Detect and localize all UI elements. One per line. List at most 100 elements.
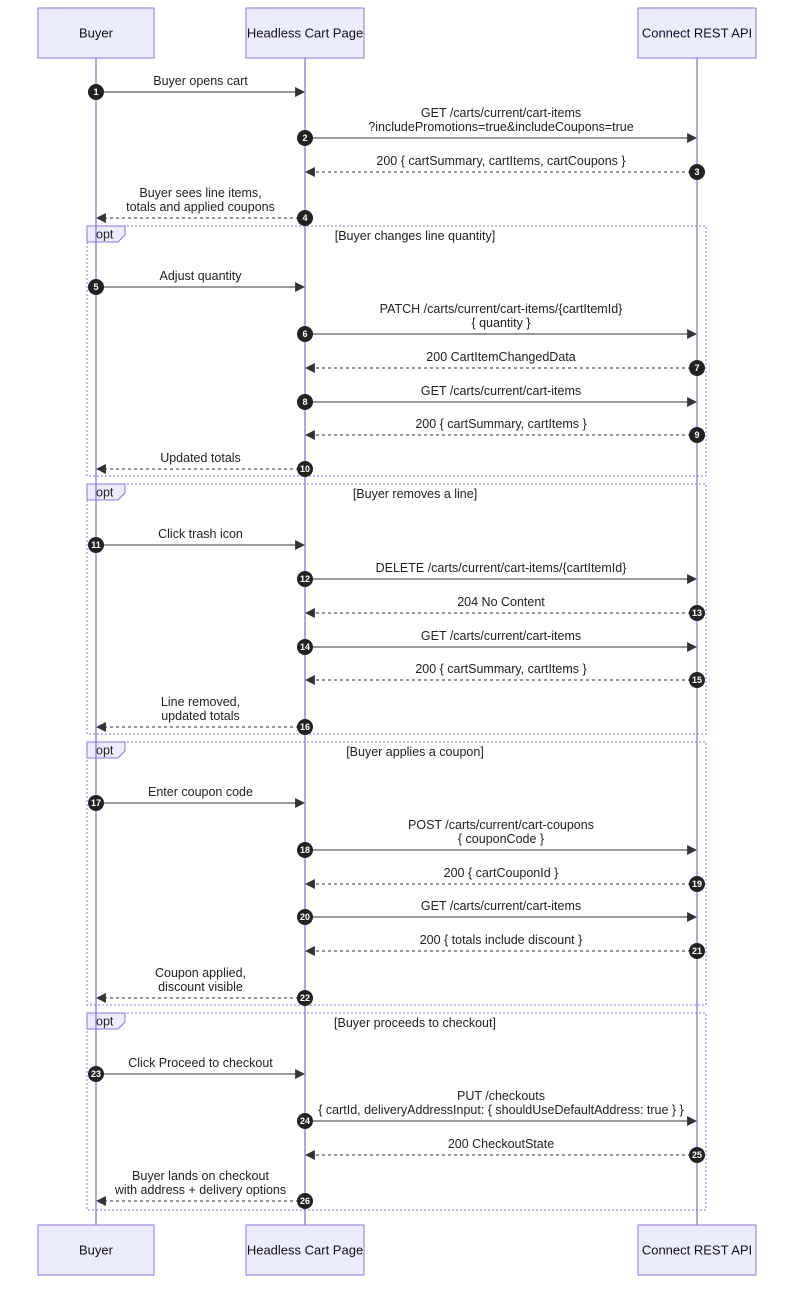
actor-label: Buyer — [79, 1243, 114, 1258]
message-label: Buyer sees line items, — [139, 186, 261, 200]
svg-text:23: 23 — [91, 1069, 101, 1079]
sequence-number-badge: 25 — [689, 1147, 705, 1163]
message-label: GET /carts/current/cart-items — [421, 899, 581, 913]
message-label: GET /carts/current/cart-items — [421, 106, 581, 120]
message-7: 200 CartItemChangedData 7 — [305, 350, 705, 376]
sequence-number-badge: 22 — [297, 990, 313, 1006]
svg-text:24: 24 — [300, 1116, 310, 1126]
actor-api-top: Connect REST API — [637, 7, 757, 59]
message-label: { cartId, deliveryAddressInput: { should… — [318, 1103, 684, 1117]
svg-text:11: 11 — [91, 540, 101, 550]
message-label: Coupon applied, — [155, 966, 246, 980]
svg-text:14: 14 — [300, 642, 310, 652]
sequence-number-badge: 8 — [297, 394, 313, 410]
frame-condition: [Buyer applies a coupon] — [346, 745, 484, 759]
sequence-number-badge: 14 — [297, 639, 313, 655]
message-label: Buyer opens cart — [153, 74, 248, 88]
sequence-number-badge: 13 — [689, 605, 705, 621]
message-label: Click trash icon — [158, 527, 243, 541]
actor-buyer-top: Buyer — [37, 7, 155, 59]
svg-text:21: 21 — [692, 946, 702, 956]
message-14: GET /carts/current/cart-items 14 — [297, 629, 697, 655]
svg-text:22: 22 — [300, 993, 310, 1003]
message-label: with address + delivery options — [114, 1183, 286, 1197]
message-label: totals and applied coupons — [126, 200, 275, 214]
frame-label: opt — [96, 486, 114, 500]
opt-frame: opt [Buyer changes line quantity] — [86, 225, 707, 477]
sequence-number-badge: 15 — [689, 672, 705, 688]
sequence-number-badge: 1 — [88, 84, 104, 100]
frame-condition: [Buyer changes line quantity] — [335, 229, 496, 243]
message-5: Adjust quantity 5 — [88, 269, 305, 295]
message-label: 204 No Content — [457, 595, 545, 609]
sequence-number-badge: 18 — [297, 842, 313, 858]
message-15: 200 { cartSummary, cartItems } 15 — [305, 662, 705, 688]
frame-label: opt — [96, 228, 114, 242]
message-label: Click Proceed to checkout — [128, 1056, 273, 1070]
message-11: Click trash icon 11 — [88, 527, 305, 553]
message-24: PUT /checkouts{ cartId, deliveryAddressI… — [297, 1089, 697, 1129]
message-label: Enter coupon code — [148, 785, 253, 799]
message-23: Click Proceed to checkout 23 — [88, 1056, 305, 1082]
message-9: 200 { cartSummary, cartItems } 9 — [305, 417, 705, 443]
actor-label: Buyer — [79, 26, 114, 41]
svg-text:20: 20 — [300, 912, 310, 922]
sequence-number-badge: 9 — [689, 427, 705, 443]
message-19: 200 { cartCouponId }19 — [305, 866, 705, 892]
actor-buyer-bottom: Buyer — [37, 1224, 155, 1276]
svg-text:5: 5 — [93, 282, 98, 292]
actor-api-bottom: Connect REST API — [637, 1224, 757, 1276]
svg-text:4: 4 — [302, 213, 307, 223]
svg-text:17: 17 — [91, 798, 101, 808]
svg-text:18: 18 — [300, 845, 310, 855]
sequence-number-badge: 26 — [297, 1193, 313, 1209]
frame-condition: [Buyer proceeds to checkout] — [334, 1016, 496, 1030]
message-label: { quantity } — [471, 316, 530, 330]
message-label: 200 { cartSummary, cartItems } — [415, 417, 586, 431]
message-label: Updated totals — [160, 451, 241, 465]
svg-text:16: 16 — [300, 722, 310, 732]
svg-text:3: 3 — [694, 167, 699, 177]
message-label: discount visible — [158, 980, 243, 994]
frame-condition: [Buyer removes a line] — [353, 487, 477, 501]
svg-text:2: 2 — [302, 133, 307, 143]
message-6: PATCH /carts/current/cart-items/{cartIte… — [297, 302, 697, 342]
message-label: Buyer lands on checkout — [132, 1169, 269, 1183]
svg-text:1: 1 — [93, 87, 98, 97]
svg-text:6: 6 — [302, 329, 307, 339]
message-label: GET /carts/current/cart-items — [421, 629, 581, 643]
sequence-number-badge: 2 — [297, 130, 313, 146]
message-10: Updated totals 10 — [96, 451, 313, 477]
message-label: Adjust quantity — [160, 269, 243, 283]
sequence-number-badge: 24 — [297, 1113, 313, 1129]
svg-text:7: 7 — [694, 363, 699, 373]
svg-text:10: 10 — [300, 464, 310, 474]
sequence-number-badge: 7 — [689, 360, 705, 376]
message-label: PUT /checkouts — [457, 1089, 545, 1103]
message-label: 200 CheckoutState — [448, 1137, 554, 1151]
message-21: 200 { totals include discount }21 — [305, 933, 705, 959]
message-2: GET /carts/current/cart-items?includePro… — [297, 106, 697, 146]
message-label: 200 CartItemChangedData — [426, 350, 575, 364]
svg-text:19: 19 — [692, 879, 702, 889]
frame-label: opt — [96, 1015, 114, 1029]
message-label: DELETE /carts/current/cart-items/{cartIt… — [376, 561, 627, 575]
actor-label: Headless Cart Page — [247, 26, 363, 41]
svg-text:13: 13 — [692, 608, 702, 618]
sequence-number-badge: 11 — [88, 537, 104, 553]
actor-label: Connect REST API — [642, 26, 752, 41]
message-label: { couponCode } — [458, 832, 544, 846]
message-17: Enter coupon code 17 — [88, 785, 305, 811]
message-18: POST /carts/current/cart-coupons{ coupon… — [297, 818, 697, 858]
message-label: ?includePromotions=true&includeCoupons=t… — [368, 120, 633, 134]
message-4: Buyer sees line items,totals and applied… — [96, 186, 313, 226]
actor-cart-bottom: Headless Cart Page — [245, 1224, 365, 1276]
sequence-number-badge: 10 — [297, 461, 313, 477]
message-22: Coupon applied,discount visible 22 — [96, 966, 313, 1006]
message-label: 200 { cartSummary, cartItems } — [415, 662, 586, 676]
message-13: 204 No Content 13 — [305, 595, 705, 621]
actor-cart-top: Headless Cart Page — [245, 7, 365, 59]
